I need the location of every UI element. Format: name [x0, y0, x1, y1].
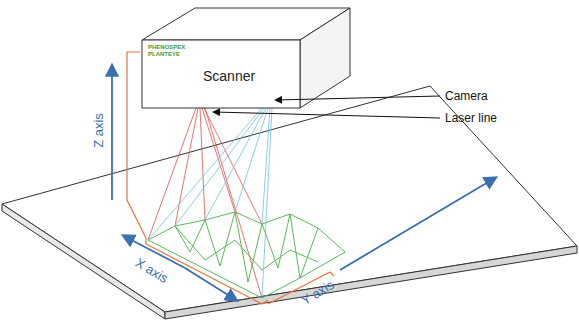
z-axis-arrow — [111, 66, 113, 200]
callout-label: Laser line — [445, 111, 497, 125]
x-axis-arrow — [185, 268, 236, 300]
leader-line — [214, 112, 440, 118]
axis-label: Z axis — [91, 113, 106, 148]
y-axis-arrow — [340, 178, 495, 270]
scanner-front — [142, 40, 300, 108]
callout-label: Camera — [445, 89, 488, 103]
camera-rays — [148, 108, 272, 298]
scanner-end — [300, 8, 350, 108]
axis-label: Y axis — [299, 277, 337, 308]
axis-label: X axis — [133, 255, 171, 286]
plate-front — [165, 246, 577, 319]
logo-text: PHENOSPEX PLANTEYE — [148, 44, 188, 57]
scanner-box: PHENOSPEX PLANTEYE Scanner — [142, 40, 300, 108]
leader-line — [276, 96, 440, 100]
plate-top — [2, 86, 577, 312]
box-label: Scanner — [203, 68, 255, 84]
